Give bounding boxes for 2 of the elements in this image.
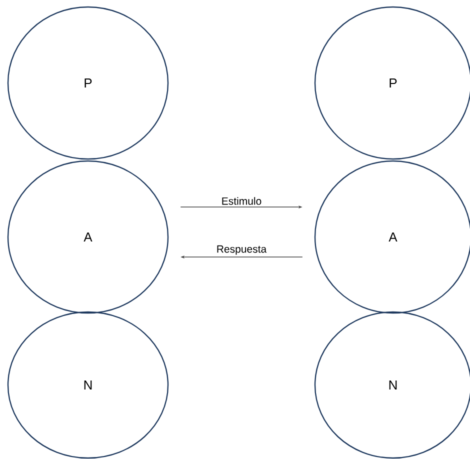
edge-label: Respuesta [217, 245, 267, 255]
edge-label: Estimulo [222, 197, 262, 205]
